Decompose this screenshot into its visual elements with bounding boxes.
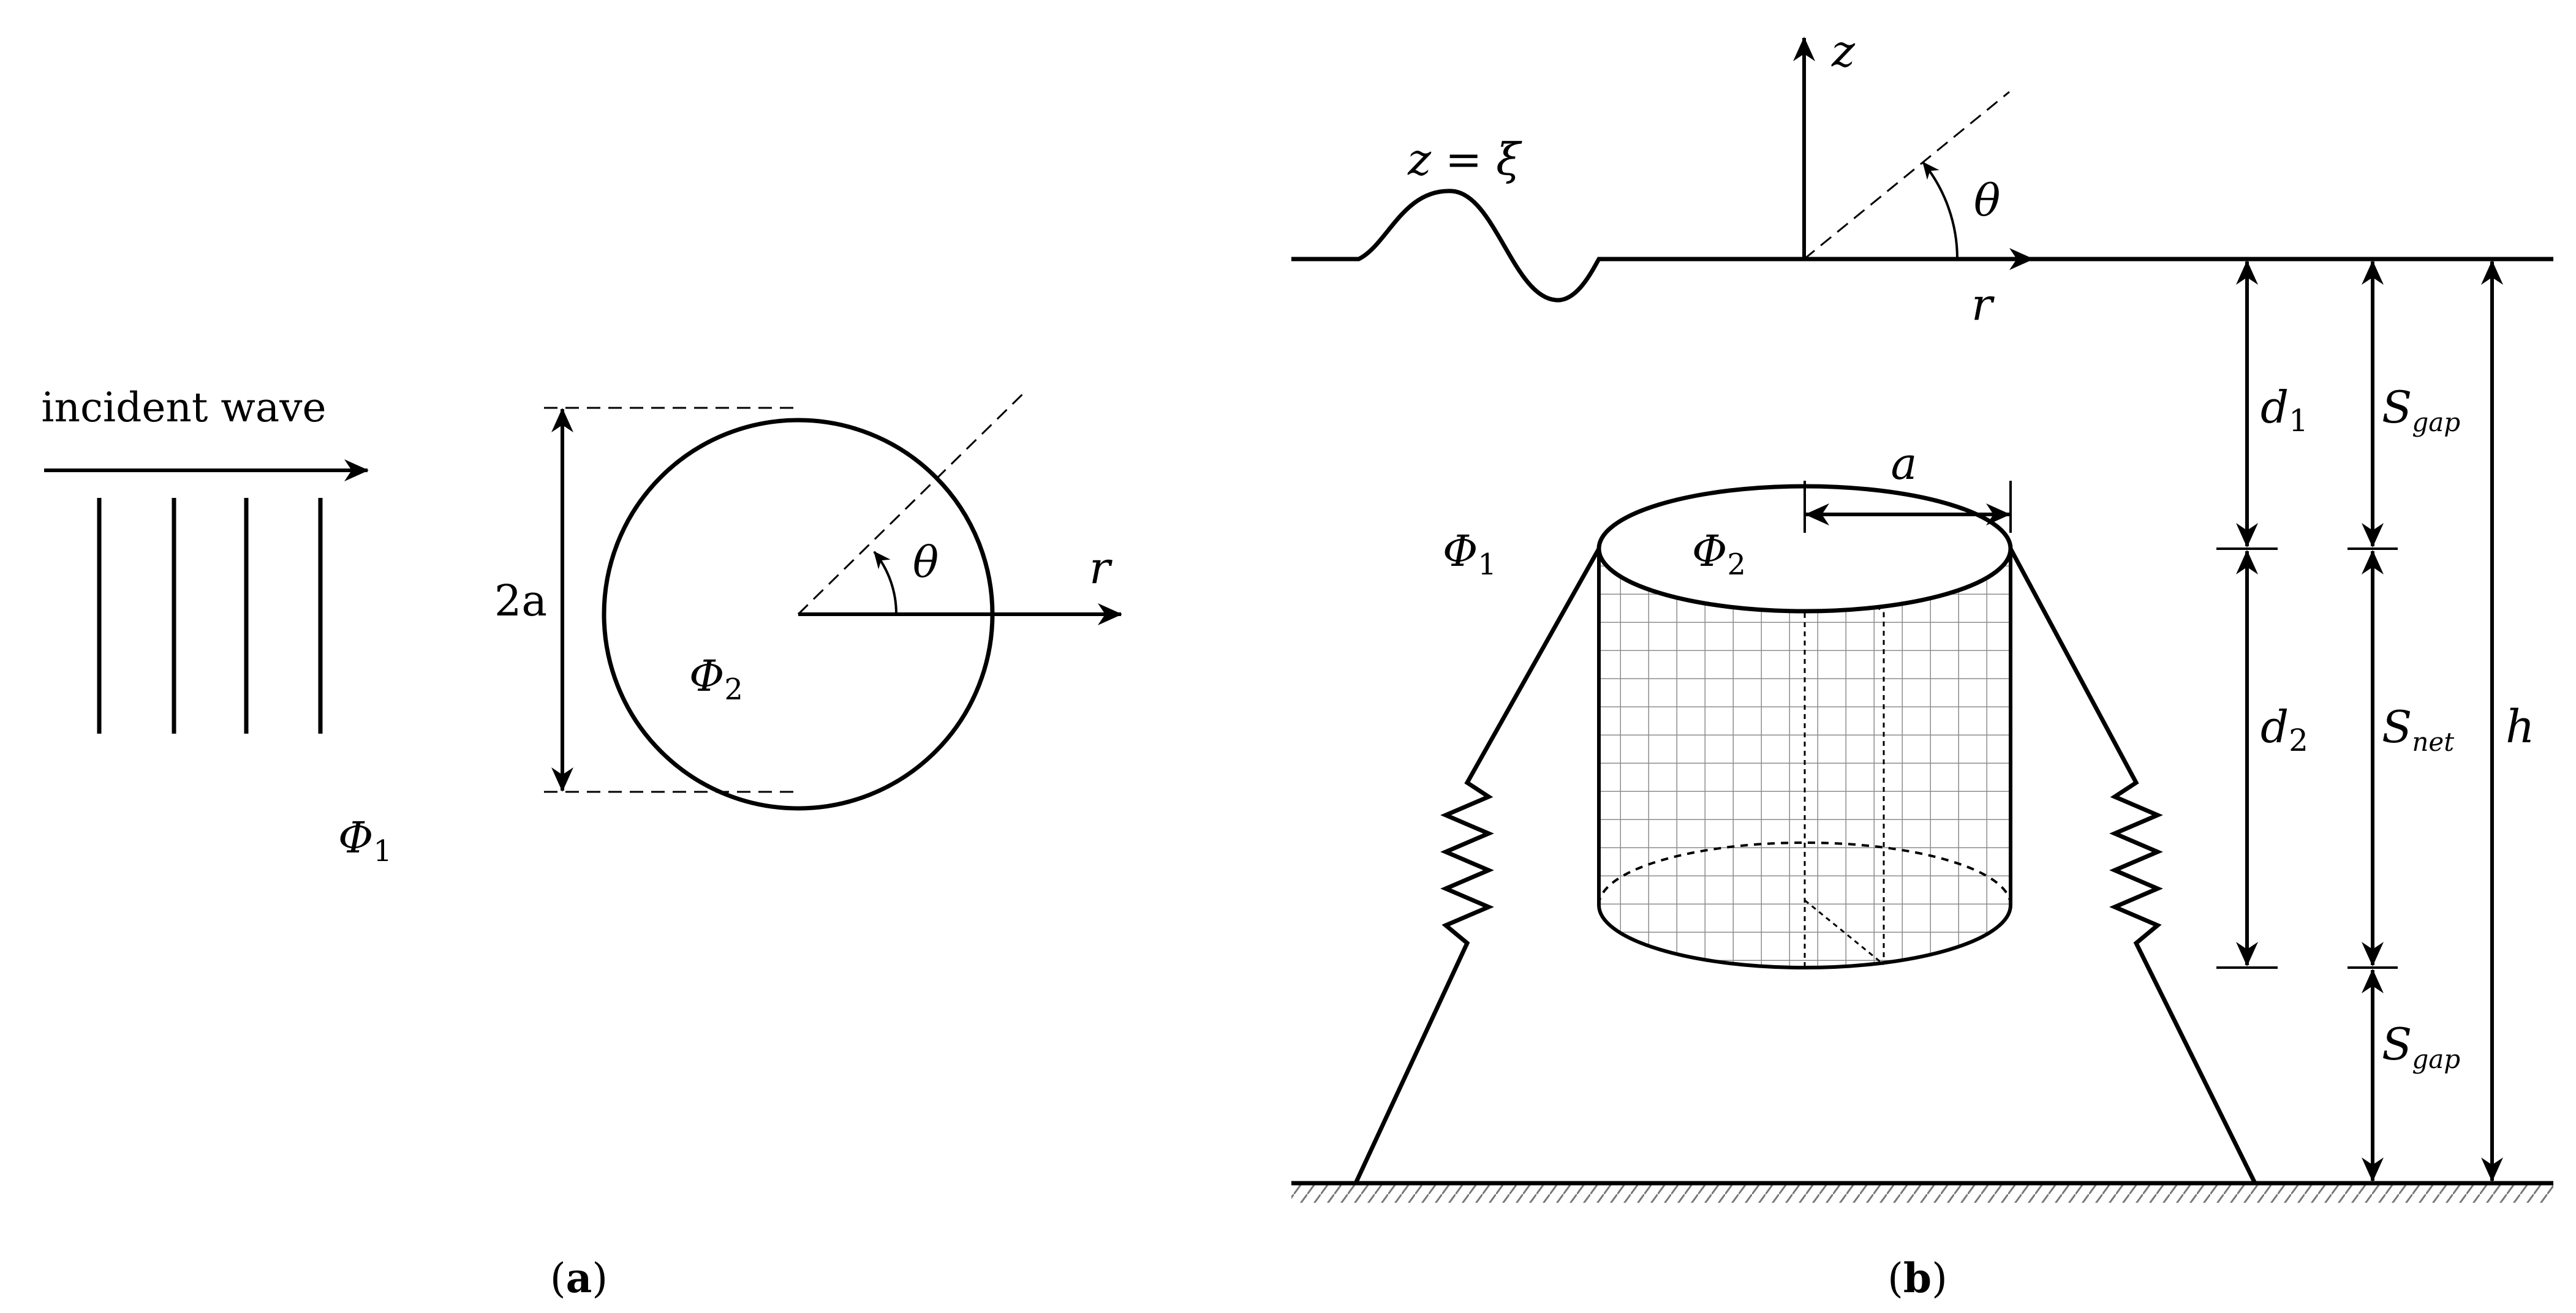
- angle-arc: [873, 551, 898, 615]
- angle-reference-dashed-line: [797, 389, 1027, 615]
- surface-elevation-label: z = ξ: [1407, 134, 1522, 185]
- cage-bottom-front-rim: [1597, 905, 2012, 969]
- net-mesh: [1599, 549, 2011, 968]
- s-gap-top-label: Sgap: [2382, 382, 2460, 437]
- angle-arc-b: [1922, 161, 1959, 260]
- wave-crests: [97, 498, 323, 734]
- panel-b-caption: (b): [1887, 1254, 1947, 1302]
- outer-potential-label-a: Φ1: [338, 813, 392, 868]
- free-surface-line: [1291, 189, 2553, 303]
- seabed-hatching: [1291, 1183, 2553, 1203]
- mooring-line-right: [2008, 547, 2257, 1184]
- inner-potential-label-a: Φ2: [689, 651, 743, 707]
- panel-b: z = ξ z r θ a Φ2 Φ1: [1291, 25, 2553, 1302]
- panel-a: incident wave Φ1 2a θ r Φ2 (a): [41, 384, 1122, 1302]
- s-gap-bottom-label: Sgap: [2382, 1018, 2460, 1074]
- cage-bottom-back-rim: [1598, 841, 2012, 906]
- angle-label-b: θ: [1974, 175, 2000, 226]
- h-label: h: [2506, 701, 2535, 753]
- d2-label: d2: [2261, 701, 2308, 758]
- cage-section-line-bottom: [1804, 899, 1884, 966]
- radial-axis-label-a: r: [1089, 542, 1112, 593]
- radius-label: a: [1891, 438, 1917, 489]
- panel-a-caption: (a): [550, 1254, 608, 1302]
- angle-reference-dashed-line-b: [1804, 91, 2010, 260]
- inner-potential-label-b: Φ2: [1692, 526, 1746, 582]
- mooring-line-left: [1353, 547, 1601, 1184]
- s-net-label: Snet: [2382, 701, 2454, 757]
- incident-wave-label: incident wave: [41, 384, 326, 431]
- d1-label: d1: [2261, 382, 2308, 438]
- vertical-axis-label: z: [1831, 25, 1856, 77]
- diameter-label: 2a: [494, 576, 547, 626]
- outer-potential-label-b: Φ1: [1443, 526, 1497, 582]
- angle-label-a: θ: [913, 537, 939, 587]
- radial-axis-label-b: r: [1971, 279, 1995, 330]
